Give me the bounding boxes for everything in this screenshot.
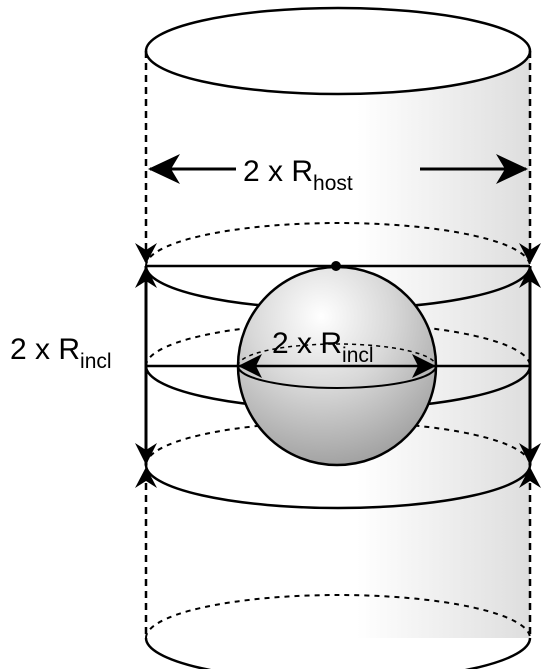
host-diameter-label-prefix: 2 x R — [243, 155, 313, 188]
sphere-diameter-label: 2 x Rincl — [272, 327, 374, 367]
slab-top-back-arc — [145, 222, 531, 267]
right-lower-marker-arrowhead — [519, 467, 541, 488]
sphere-diameter-label-subscript: incl — [342, 344, 374, 367]
sphere-top-point — [331, 261, 341, 271]
slab-thickness-label-prefix: 2 x R — [10, 333, 80, 366]
left-upper-marker-arrowhead — [135, 243, 157, 264]
sphere-diameter-label-prefix: 2 x R — [272, 327, 342, 360]
sphere-equator-front — [237, 365, 437, 389]
cylinder-top-cap — [144, 6, 532, 96]
right-upper-marker-arrowhead — [519, 243, 541, 264]
slab-thickness-label-subscript: incl — [80, 350, 112, 373]
left-lower-marker-arrowhead — [135, 467, 157, 488]
slab-arrow-left-top-arrowhead — [135, 266, 157, 288]
host-diameter-label: 2 x Rhost — [243, 155, 353, 195]
slab-arrow-left-bottom-arrowhead — [135, 443, 157, 465]
slab-arrow-right-top-arrowhead — [519, 266, 541, 288]
sphere-diameter-left-arrowhead — [238, 354, 262, 378]
cylinder-bottom-back — [145, 594, 531, 639]
host-arrow-right-arrowhead — [496, 154, 528, 184]
slab-thickness-label: 2 x Rincl — [10, 333, 112, 373]
host-arrow-left-arrowhead — [148, 154, 180, 184]
sphere-diameter-right-arrowhead — [412, 354, 436, 378]
sphere-equator-back — [237, 343, 437, 367]
host-diameter-label-subscript: host — [313, 172, 353, 195]
cylinder-bottom-front — [144, 637, 532, 669]
slab-bottom-front-arc — [144, 464, 532, 510]
slab-arrow-right-bottom-arrowhead — [519, 443, 541, 465]
